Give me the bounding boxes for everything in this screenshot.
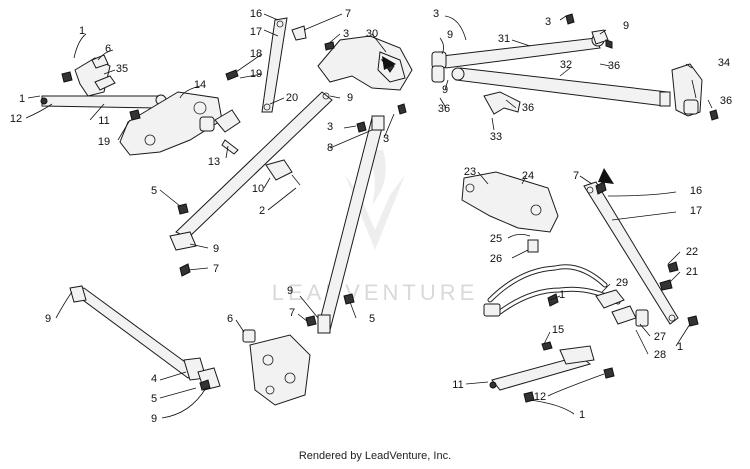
callout-label: 3	[327, 121, 333, 133]
callout-label: 12	[534, 391, 546, 403]
callout-label: 7	[289, 307, 295, 319]
front-crossbar-assembly	[40, 54, 167, 109]
callout-label: 5	[369, 313, 375, 325]
lower-left-bar	[69, 285, 221, 391]
callout-label: 20	[286, 92, 298, 104]
callout-label: 14	[194, 79, 206, 91]
callout-label: 11	[98, 115, 109, 127]
callout-label: 6	[105, 43, 111, 55]
callout-label: 36	[522, 102, 534, 114]
callout-label: 36	[720, 95, 732, 107]
callout-label: 13	[208, 156, 220, 168]
callout-label: 27	[654, 331, 666, 343]
callout-label: 22	[686, 246, 698, 258]
clip-33	[483, 91, 521, 115]
callout-label: 16	[690, 185, 702, 197]
mounting-plate-14	[119, 91, 241, 156]
lower-bracket-assembly	[242, 329, 311, 406]
callout-label: 4	[151, 373, 157, 385]
lower-right-bar	[489, 345, 595, 391]
callout-label: 28	[654, 349, 666, 361]
callout-label: 17	[250, 26, 262, 38]
grommet-10	[265, 159, 301, 186]
direction-arrows	[382, 56, 614, 184]
callout-label: 7	[345, 8, 351, 20]
end-cap-36	[671, 63, 703, 117]
callout-label: 2	[259, 205, 265, 217]
callout-label: 9	[213, 243, 219, 255]
callout-label: 25	[490, 233, 502, 245]
bracket-23-25	[461, 171, 559, 233]
callout-label: 19	[250, 68, 262, 80]
clamp-29-28	[595, 289, 649, 327]
callout-label: 19	[98, 136, 110, 148]
tube-8-left	[169, 91, 333, 251]
callout-label: 7	[213, 263, 219, 275]
callout-label: 9	[447, 29, 453, 41]
callout-label: 11	[452, 379, 463, 391]
hardware	[61, 13, 719, 403]
bracket-17-right	[583, 181, 679, 325]
callout-label: 32	[560, 59, 572, 71]
callout-label: 9	[623, 20, 629, 32]
hose-harness	[483, 264, 621, 317]
callout-label: 21	[686, 266, 698, 278]
callout-label: 36	[438, 103, 450, 115]
callout-label: 1	[19, 93, 25, 105]
callout-label: 1	[559, 289, 565, 301]
callout-label: 23	[464, 166, 476, 178]
callout-label: 30	[366, 28, 378, 40]
callout-label: 17	[690, 205, 702, 217]
callout-label: 18	[250, 48, 262, 60]
callout-label: 9	[287, 285, 293, 297]
callout-label: 1	[677, 341, 683, 353]
callout-label: 29	[616, 277, 628, 289]
callout-label: 3	[383, 133, 389, 145]
callout-label: 10	[252, 183, 264, 195]
callout-label: 9	[442, 84, 448, 96]
callout-label: 1	[79, 25, 85, 37]
callout-label: 35	[116, 63, 128, 75]
cap-9-top	[591, 29, 609, 45]
callout-label: 33	[490, 131, 502, 143]
bolt-26	[527, 239, 539, 253]
callout-label: 36	[608, 60, 620, 72]
bracket-17-upper	[261, 17, 307, 113]
watermark-logo	[345, 150, 405, 250]
footer-credit: Rendered by LeadVenture, Inc.	[298, 450, 452, 462]
callout-label: 5	[151, 393, 157, 405]
callout-label: 6	[227, 313, 233, 325]
callout-label: 34	[718, 57, 730, 69]
callout-label: 16	[250, 8, 262, 20]
callout-label: 5	[151, 185, 157, 197]
leader-lines	[25, 13, 713, 419]
callout-label: 9	[151, 413, 157, 425]
callout-label: 24	[522, 170, 534, 182]
tube-32	[431, 65, 671, 107]
callout-label: 31	[498, 33, 510, 45]
bolt-13	[221, 139, 239, 155]
callout-label: 8	[327, 142, 333, 154]
watermark-text: LEADVENTURE	[272, 280, 479, 305]
tube-8-right	[317, 115, 385, 334]
callout-label: 9	[45, 313, 51, 325]
callout-label: 3	[545, 16, 551, 28]
callout-label: 26	[490, 253, 502, 265]
arrow-icon	[598, 168, 614, 184]
callout-label: 1	[579, 409, 585, 421]
callouts: 1 6 35 1 12 11 19 14 13 16 7 17 3 18 19 …	[10, 8, 732, 425]
callout-label: 3	[433, 8, 439, 20]
tube-31	[431, 33, 605, 69]
callout-label: 9	[347, 92, 353, 104]
callout-label: 3	[343, 28, 349, 40]
callout-label: 7	[573, 170, 579, 182]
callout-label: 15	[552, 324, 564, 336]
callout-label: 12	[10, 113, 22, 125]
arrow-icon	[382, 56, 396, 70]
